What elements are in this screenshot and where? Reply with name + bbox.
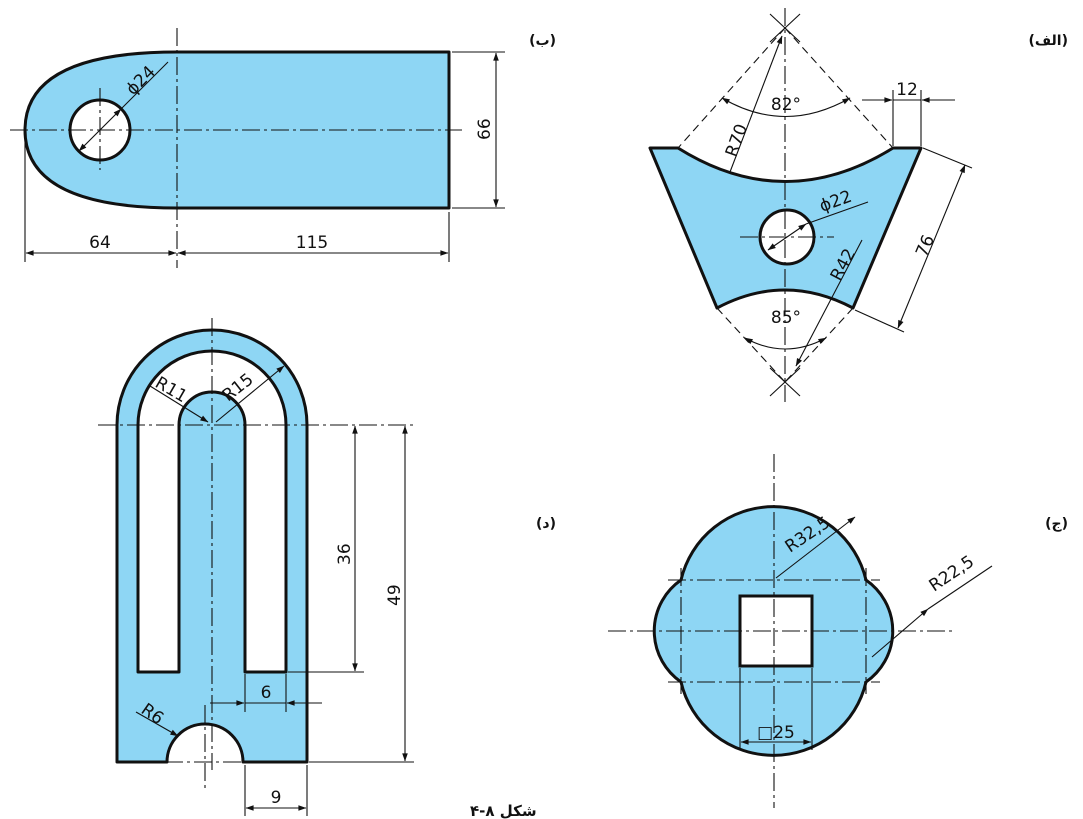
figure-alef-r-top-dim [729,35,783,173]
figure-jim: R32,5 R22,5 □25 (ج) [608,454,1068,808]
figure-dal-notch-w-label: 9 [271,788,282,808]
figure-alef-angle-bottom-dim [744,337,827,350]
figure-alef-cross-bot-b [769,367,801,397]
figure-alef-angle-top-label: 82° [771,95,801,115]
figure-dal: R11 R15 36 49 6 R6 9 (د) [98,318,556,816]
figure-dal-r-outer-dim [215,365,285,423]
figure-jim-r-small-leader [927,565,993,610]
figure-alef-top-width-label: 12 [896,80,918,100]
figure-alef-tag: (الف) [1028,33,1068,49]
figure-b-left-label: 64 [89,233,111,253]
figure-alef-r-bottom-dim [795,239,863,367]
figure-alef-side-dim [897,164,966,329]
figure-b-height-label: 66 [475,118,495,140]
figure-caption: شکل ۸-۴ [470,802,537,819]
figure-b-dia-leader [120,61,169,110]
figure-alef-cross-top-b [769,13,801,43]
figure-dal-hook-plate [115,328,309,764]
figure-dal-slot-gap-label: 6 [261,683,272,703]
figure-jim-tag: (ج) [1045,516,1068,532]
figure-alef-dia-leader [805,201,869,225]
figure-alef-ext-76b [854,309,905,333]
figure-jim-r-small-label: R22,5 [926,552,978,596]
figure-b: ϕ24 66 64 115 (ب) [10,28,556,268]
figure-jim-square-label: □25 [757,723,795,743]
figure-alef-angle-bottom-label: 85° [771,308,801,328]
figure-b-tag: (ب) [529,33,556,49]
figure-dal-r-inner-dim [149,385,209,423]
figure-dal-tag: (د) [536,516,556,532]
figure-alef-construction-br [784,307,854,383]
figure-alef-r-top-label: R70 [722,121,752,159]
figure-alef-construction-left [677,27,786,149]
figure-b-right-label: 115 [296,233,328,253]
figure-b-dia-dim [78,108,122,152]
figure-dal-r-inner-label: R11 [152,373,191,407]
figure-dal-r-notch-dim [135,711,179,737]
figure-alef-dia-dim [767,223,807,251]
figure-alef-construction-bl [716,307,786,383]
figure-alef-side-label: 76 [912,232,939,260]
figure-alef-angle-top-dim [721,97,851,118]
figure-alef-construction-right [784,27,894,149]
figure-jim-r-big-dim [775,516,856,579]
figure-alef: 82° R70 12 76 ϕ22 R42 85° (الف) [648,8,1068,402]
figure-jim-r-small-dim [871,608,929,658]
figure-dal-total-len-label: 49 [385,584,405,606]
figure-dal-slot-len-label: 36 [335,543,355,565]
